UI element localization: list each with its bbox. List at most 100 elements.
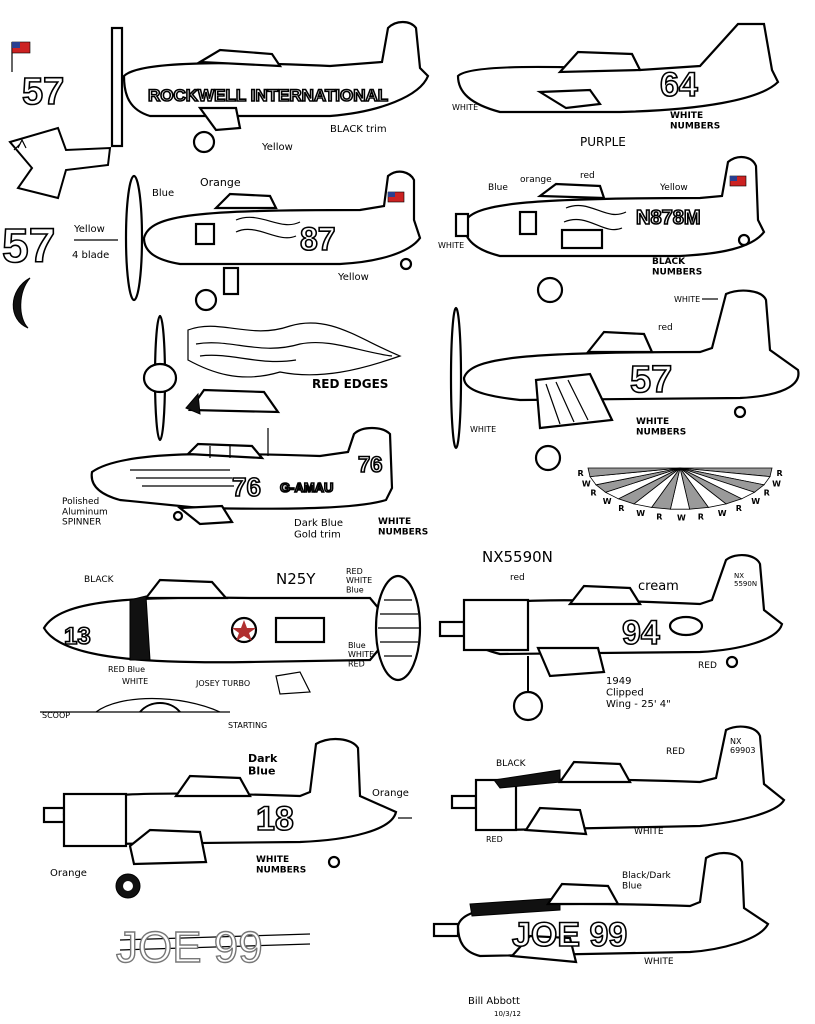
note-red-tail: RED — [698, 661, 717, 671]
note-white: WHITE — [122, 677, 148, 686]
text-line: Blue — [248, 765, 275, 778]
text-line: NUMBERS — [256, 865, 306, 875]
note-orange: orange — [520, 175, 552, 185]
fan-label: R — [764, 489, 770, 498]
crescent-sketch — [12, 277, 31, 329]
note-red: red — [510, 573, 525, 583]
note-yellow: Yellow — [659, 183, 688, 193]
text-line: WHITE — [348, 650, 374, 659]
fan-label: R — [698, 512, 704, 521]
sketch-note-starting: STARTING — [228, 721, 267, 730]
note-yellow-prop: Yellow — [73, 224, 105, 235]
note-red: RED — [666, 747, 685, 757]
fan-label: R — [656, 512, 662, 521]
plane-n878m: N878M Blue orange red Yellow WHITE BLACK… — [438, 156, 766, 304]
note-white-prop: WHITE — [470, 425, 496, 434]
text-line: WHITE — [256, 855, 289, 865]
fan-label: W — [772, 479, 781, 488]
race-number-57: 57 — [630, 359, 672, 401]
sketch-name-joe-99: JOE 99 — [116, 923, 263, 972]
text-line: NX — [730, 737, 742, 746]
text-line: Gold trim — [294, 530, 341, 541]
fan-label: W — [718, 509, 727, 518]
signature: Bill Abbott 10/3/12 — [468, 996, 521, 1018]
note-4-blade: 4 blade — [72, 250, 109, 261]
sketch-scoop — [40, 697, 230, 713]
note-black: BLACK — [84, 575, 115, 585]
name-joe-99: JOE 99 — [512, 916, 627, 954]
text-line: Dark Blue — [294, 518, 343, 529]
text-line: Black/Dark — [622, 871, 672, 881]
race-number-64: 64 — [660, 66, 698, 104]
text-line: 5590N — [734, 580, 757, 588]
signature-name: Bill Abbott — [468, 996, 520, 1007]
fan-label: W — [677, 513, 686, 522]
race-number-87: 87 — [300, 221, 336, 257]
note-white: WHITE — [644, 957, 674, 967]
text-line: 69903 — [730, 746, 755, 755]
text-line: RED — [348, 659, 365, 668]
text-line: WHITE — [346, 576, 372, 585]
sketch-joe-99: JOE 99 — [115, 922, 311, 973]
text-line: Blue — [622, 881, 642, 891]
text-line: Aluminum — [62, 507, 108, 517]
top-view-plane-sketch — [8, 126, 112, 200]
note-yellow: Yellow — [261, 142, 293, 153]
text-line: NUMBERS — [670, 121, 720, 131]
note-black: BLACK — [496, 759, 527, 769]
sketch-note-josey-turbo: JOSEY TURBO — [195, 679, 250, 688]
note-cream: cream — [638, 579, 679, 594]
sketch-note-scoop: SCOOP — [42, 711, 70, 720]
text-line: RED — [346, 567, 363, 576]
sketch-part — [275, 671, 311, 695]
note-white: WHITE — [634, 827, 664, 837]
note-red: red — [580, 171, 595, 181]
race-number-76: 76 — [232, 472, 261, 502]
note-blue: Blue — [488, 183, 508, 193]
label-red-edges: RED EDGES — [312, 377, 388, 391]
note-blue: Blue — [152, 188, 174, 199]
note-white-spinner: WHITE — [452, 103, 478, 112]
fan-label: R — [590, 489, 596, 498]
text-line: Wing - 25' 4" — [606, 699, 671, 710]
fan-segment — [587, 467, 681, 478]
text-line: Dark — [248, 752, 278, 765]
plane-87: 87 Blue Orange Yellow 4 blade Yellow — [72, 170, 422, 312]
note-red-blue: RED Blue — [108, 665, 145, 674]
fan-label: W — [603, 497, 612, 506]
note-black-trim: BLACK trim — [330, 124, 387, 135]
text-line: NUMBERS — [652, 267, 702, 277]
top-left-sketches: 57 57 — [1, 41, 112, 329]
signature-date: 10/3/12 — [494, 1010, 521, 1018]
note-orange-tail: Orange — [372, 788, 409, 799]
race-number-13: 13 — [64, 623, 91, 650]
text-line: WHITE — [378, 517, 411, 527]
text-line: WHITE — [636, 417, 669, 427]
note-red-cowl: RED — [486, 835, 503, 844]
fan-label: R — [777, 469, 783, 478]
registration-title: NX5590N — [482, 548, 553, 566]
note-white-tail: WHITE — [674, 295, 700, 304]
text-line: Clipped — [606, 688, 644, 699]
us-flag-icon — [729, 175, 747, 187]
tail-number-76: 76 — [358, 452, 382, 477]
text-line: SPINNER — [62, 518, 101, 528]
race-number-94: 94 — [622, 614, 660, 652]
plane-rockwell: ROCKWELL INTERNATIONAL BLACK trim Yellow — [110, 20, 430, 154]
note-orange-nose: Orange — [50, 868, 87, 879]
name-g-amau: G-AMAU — [280, 480, 333, 495]
